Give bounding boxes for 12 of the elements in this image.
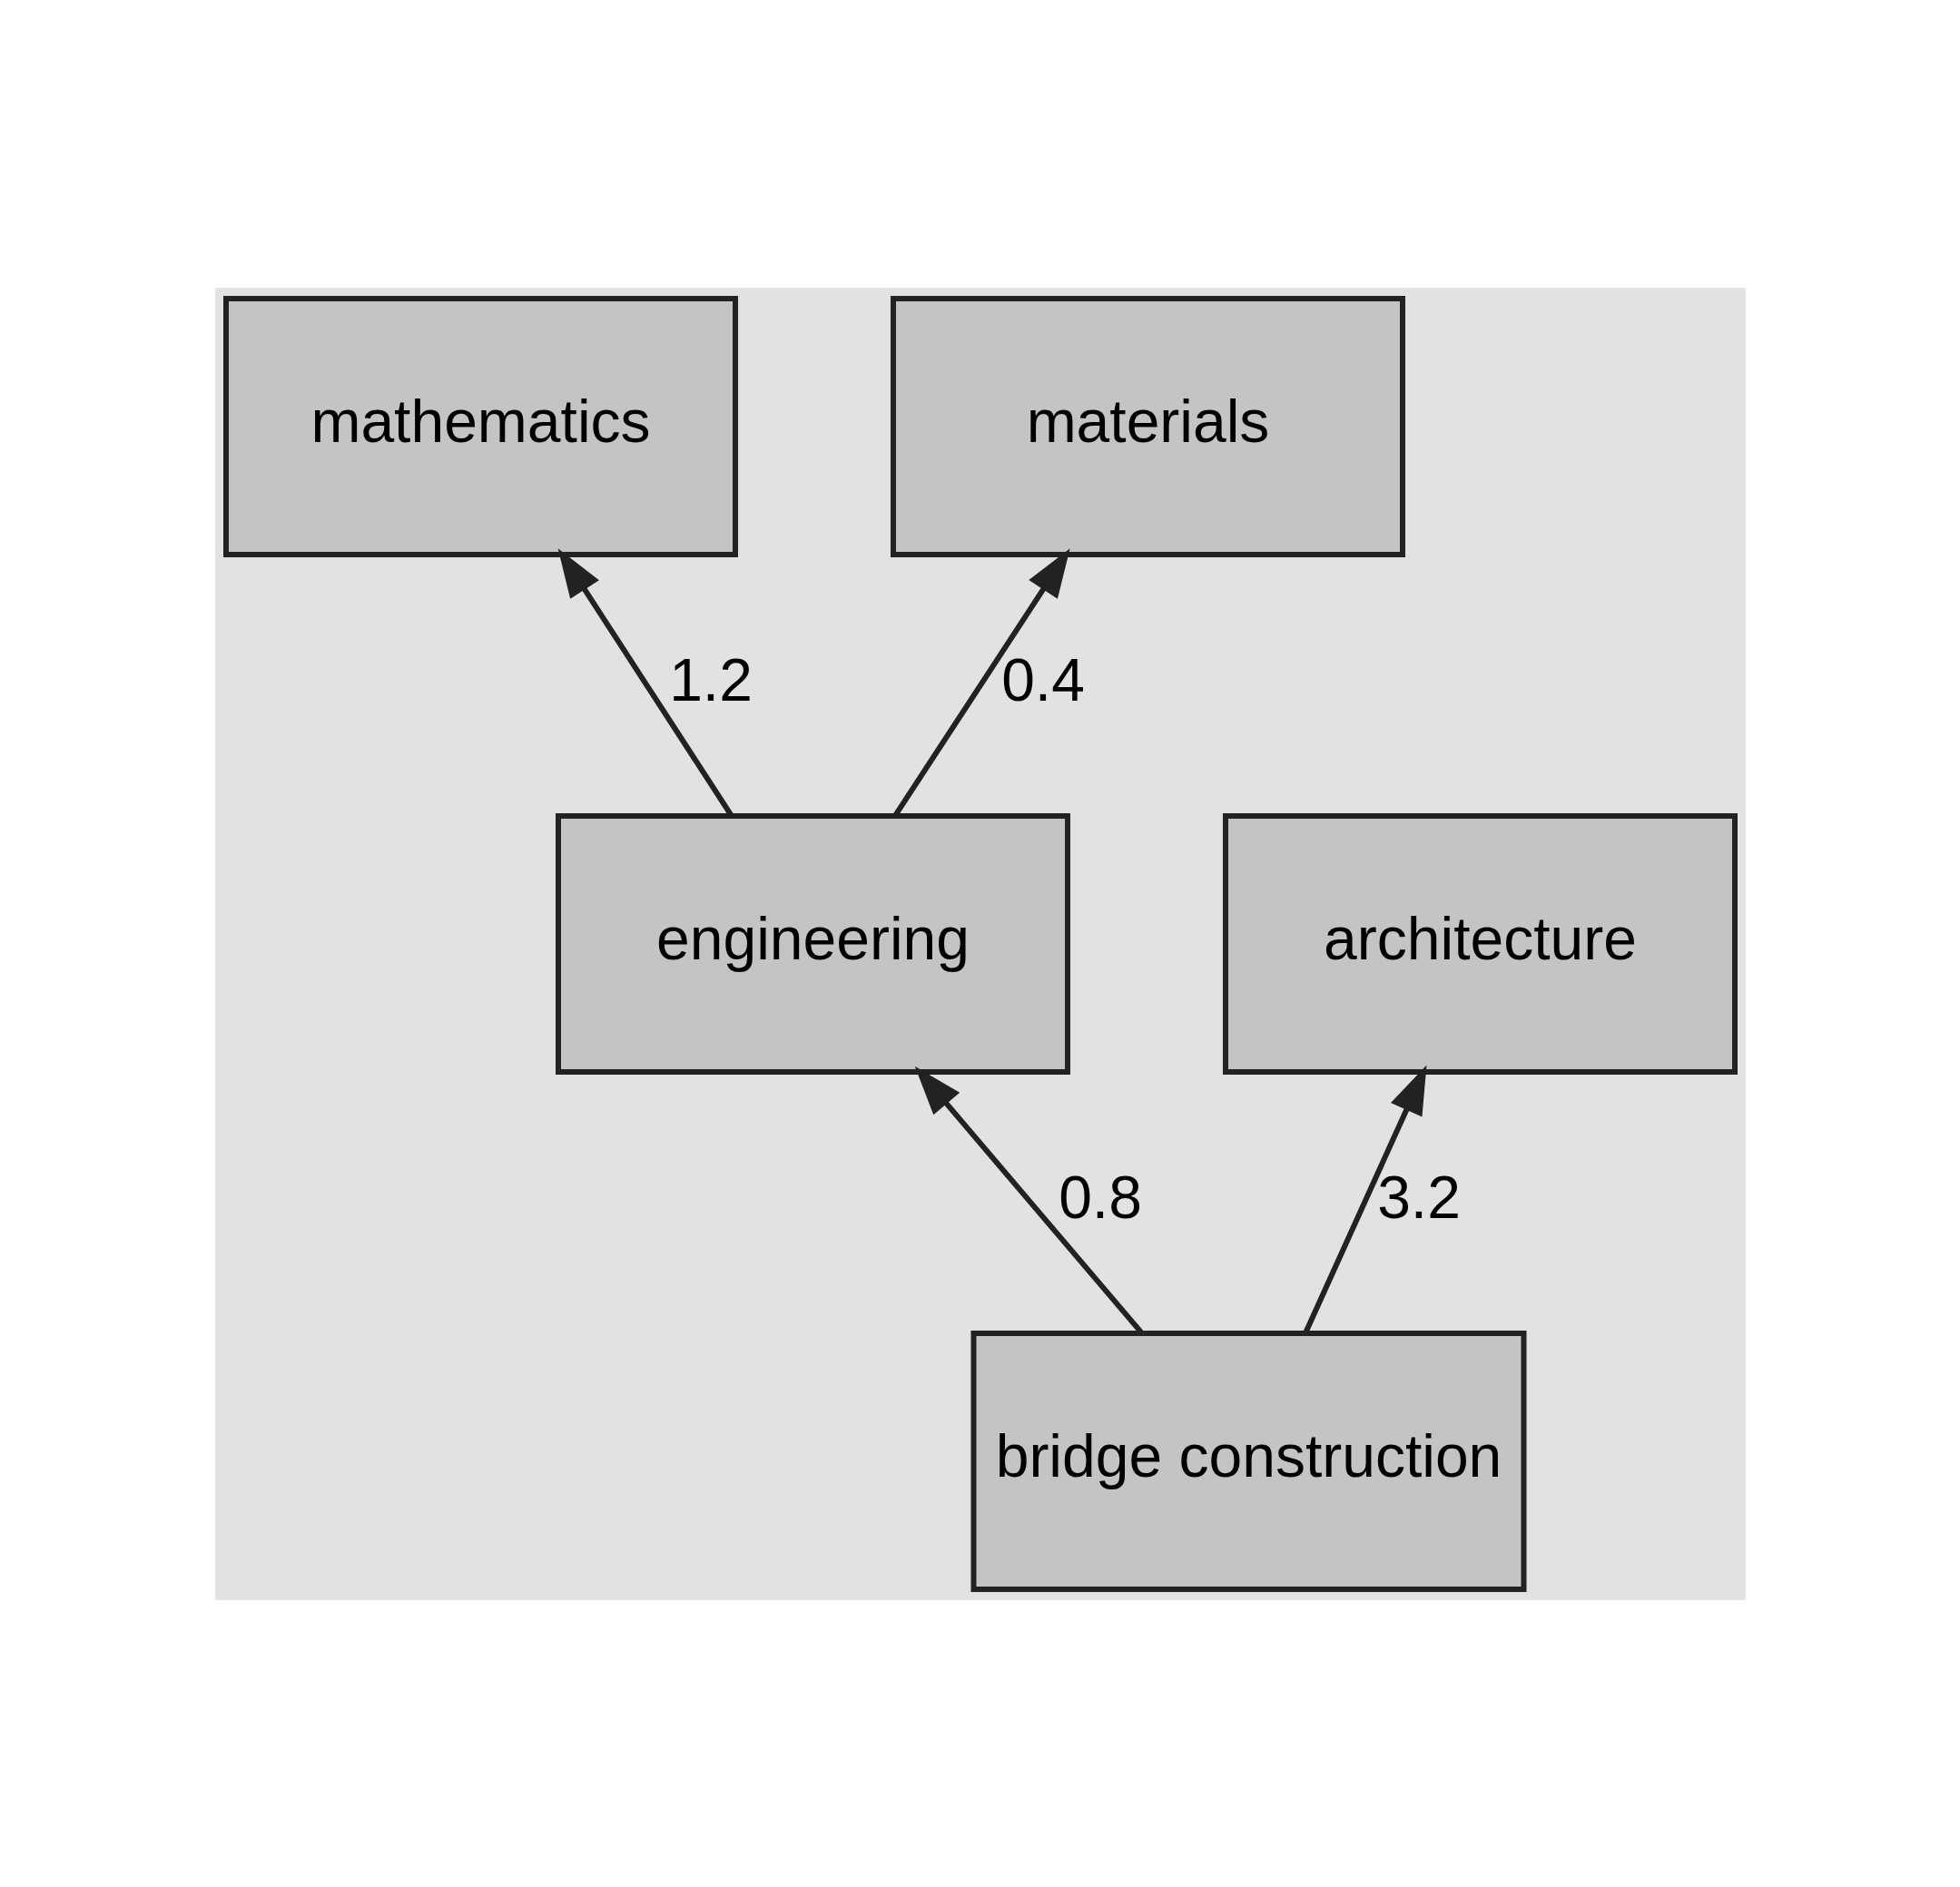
node-box: architecture bbox=[1222, 812, 1738, 1075]
node-box: mathematics bbox=[222, 295, 738, 557]
edge-label: 0.4 bbox=[1000, 645, 1085, 713]
edge-label: 0.8 bbox=[1058, 1163, 1142, 1231]
arrow bbox=[892, 547, 1070, 816]
node-box: materials bbox=[890, 295, 1405, 557]
edge-label: 3.2 bbox=[1376, 1163, 1461, 1231]
arrow bbox=[557, 547, 734, 816]
node-box: bridge construction bbox=[970, 1330, 1526, 1592]
arrow bbox=[1303, 1065, 1426, 1333]
edge-label: 1.2 bbox=[668, 645, 753, 713]
node-box: engineering bbox=[555, 812, 1070, 1075]
